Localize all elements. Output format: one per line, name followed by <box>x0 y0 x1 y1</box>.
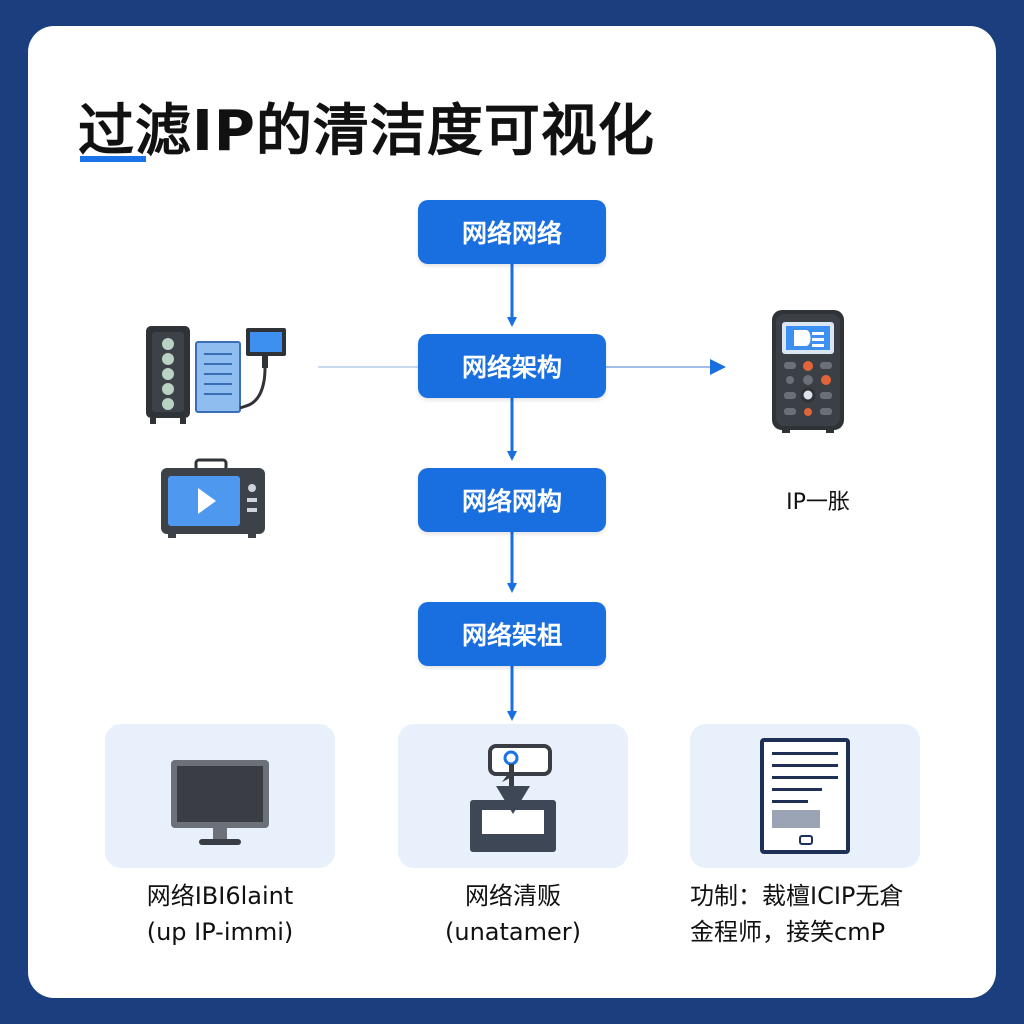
output-caption-2-line2: (unatamer) <box>445 918 581 946</box>
output-caption-1: 网络IBI6laint (up IP-immi) <box>90 878 350 950</box>
desktop-monitor-icon <box>171 760 269 845</box>
output-caption-3-line2: 金程师，接笑cmP <box>690 918 886 946</box>
output-caption-3-line1: 功制：裁檀ICIP无倉 <box>690 882 904 910</box>
card: 过滤IP的清洁度可视化 网络网络 网络架构 网络网构 网络架柤 <box>28 26 996 998</box>
output-caption-1-line2: (up IP-immi) <box>146 918 294 946</box>
report-document-icon <box>760 738 850 854</box>
video-player-icon <box>161 458 265 538</box>
title-underline <box>80 156 146 162</box>
output-caption-2: 网络清贩 (unatamer) <box>383 878 643 950</box>
remote-control-device-icon <box>772 310 844 433</box>
output-panel-3 <box>690 724 920 868</box>
device-label: IP一胀 <box>786 490 850 515</box>
step-1: 网络网络 <box>418 200 606 264</box>
server-with-document-and-monitor-icon <box>146 326 286 424</box>
output-caption-1-line1: 网络IBI6laint <box>146 882 294 910</box>
output-panel-2 <box>398 724 628 868</box>
output-caption-3: 功制：裁檀ICIP无倉 金程师，接笑cmP <box>690 878 950 950</box>
step-4: 网络架柤 <box>418 602 606 666</box>
output-panel-1 <box>105 724 335 868</box>
arrow-step2-to-device-head <box>710 359 726 375</box>
flow-connectors <box>318 264 726 721</box>
step-2: 网络架构 <box>418 334 606 398</box>
page-title: 过滤IP的清洁度可视化 <box>78 99 655 164</box>
filter-inbox-icon <box>470 744 556 852</box>
output-caption-2-line1: 网络清贩 <box>465 882 561 910</box>
step-3: 网络网构 <box>418 468 606 532</box>
